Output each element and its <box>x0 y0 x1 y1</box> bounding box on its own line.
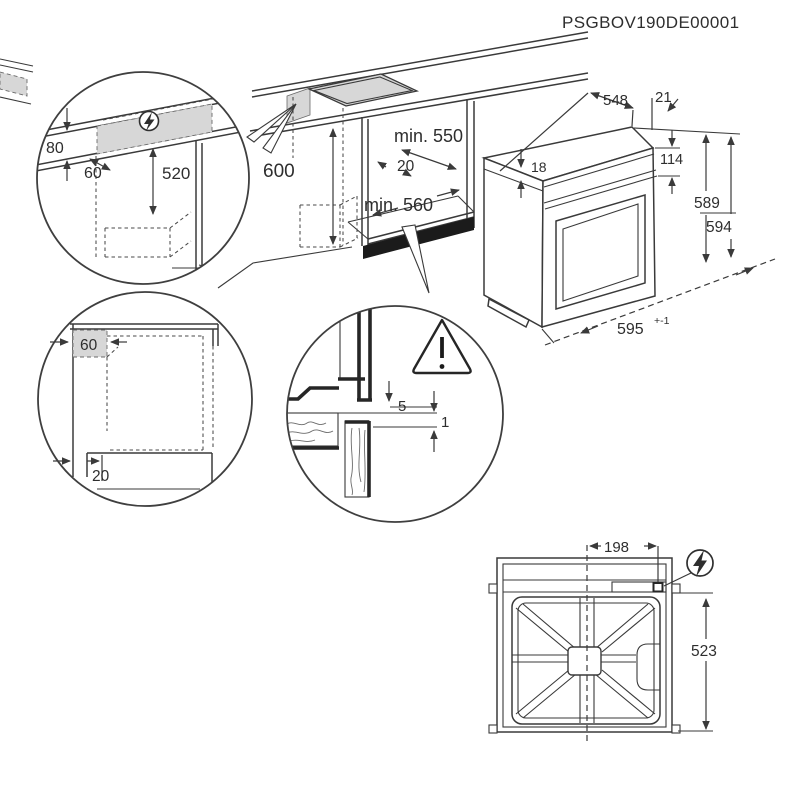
dim-width-label: 595 <box>617 321 644 338</box>
detail-circle-side: 60 20 <box>37 291 253 507</box>
dim-side-gap-label: 20 <box>397 158 415 175</box>
hob-cutout <box>306 73 420 107</box>
dim-rear-offset-label: 21 <box>655 89 672 106</box>
dim-control-panel-height-label: 114 <box>660 152 683 168</box>
worktop-cut-face <box>286 87 311 124</box>
connection-box-side <box>72 329 108 358</box>
dim-width-tolerance-label: +-1 <box>654 315 670 327</box>
dim-niche-width: min. 560 <box>364 188 460 217</box>
dim-box-size-label: 60 <box>84 165 102 182</box>
electric-connection-icon-topview <box>663 549 714 587</box>
dim-cable-height-label: 520 <box>162 164 190 183</box>
dim-top-clearance-label: 18 <box>531 159 547 175</box>
dim-side-gap: 20 <box>377 158 415 177</box>
dim-oven-heights: 589 594 <box>633 127 741 263</box>
dim-connection-offset: 198 <box>589 539 659 582</box>
dim-niche-height-label: 600 <box>263 161 295 182</box>
dim-oven-width: 595 +-1 <box>541 258 776 346</box>
oven-foot <box>487 297 530 329</box>
oven-door-window <box>555 193 646 311</box>
dim-niche-width-label: min. 560 <box>364 195 433 215</box>
dim-plinth-recess: 20 <box>53 455 110 485</box>
dim-box-inset-label: 60 <box>80 337 98 354</box>
dim-oven-depth-label: 548 <box>603 92 628 109</box>
dim-box-size: 60 <box>84 158 111 182</box>
plinth-recess-strip <box>363 217 474 259</box>
lightning-bolt-icon <box>693 550 707 577</box>
dim-overall-height-label: 594 <box>706 219 732 236</box>
dim-control-panel-height: 114 <box>655 130 683 194</box>
dim-rear-offset: 21 <box>651 89 679 130</box>
dim-niche-depth-label: min. 550 <box>394 126 463 146</box>
electric-connection-icon <box>138 110 160 132</box>
dim-height-label: 589 <box>694 195 720 212</box>
connection-channel <box>611 581 667 593</box>
dim-niche-depth: min. 550 <box>394 126 463 170</box>
warning-triangle-icon <box>412 318 472 375</box>
fan-housing <box>567 646 602 676</box>
main-isometric-view: 600 min. 550 20 min. 560 <box>183 31 589 289</box>
dim-panel-gap-label: 1 <box>441 414 449 431</box>
dim-cable-height: 520 <box>149 148 190 215</box>
dim-clearance-label: 80 <box>46 140 64 157</box>
dim-connection-offset-label: 198 <box>604 539 629 556</box>
detail-circle-electrical: 80 60 520 <box>36 71 250 285</box>
drawing-number: PSGBOV190DE00001 <box>562 13 739 32</box>
dim-niche-height: 600 <box>263 128 337 245</box>
dim-oven-depth: 548 <box>499 92 634 172</box>
scene-left-sliver <box>0 58 34 105</box>
oven-top-view: 198 523 <box>488 539 717 741</box>
dim-box-inset: 60 <box>50 337 127 354</box>
dim-top-clearance: 18 <box>517 149 547 198</box>
lightning-bolt-icon <box>144 112 155 131</box>
detail-circle-gap: 5 1 <box>286 305 504 523</box>
dim-clearance: 80 <box>46 108 71 181</box>
magnifier-pointers <box>246 103 430 294</box>
dim-rear-gap-label: 5 <box>398 398 406 415</box>
oven-isometric-view: 548 21 18 114 589 594 <box>481 89 776 346</box>
dim-panel-gap: 1 <box>430 391 449 452</box>
dim-topview-depth: 523 <box>674 592 717 732</box>
dim-topview-depth-label: 523 <box>691 643 717 660</box>
connection-terminal <box>652 582 664 593</box>
cabinet-panel-section <box>344 420 370 498</box>
dim-rear-gap: 5 <box>385 381 406 415</box>
dim-plinth-recess-label: 20 <box>92 468 110 485</box>
